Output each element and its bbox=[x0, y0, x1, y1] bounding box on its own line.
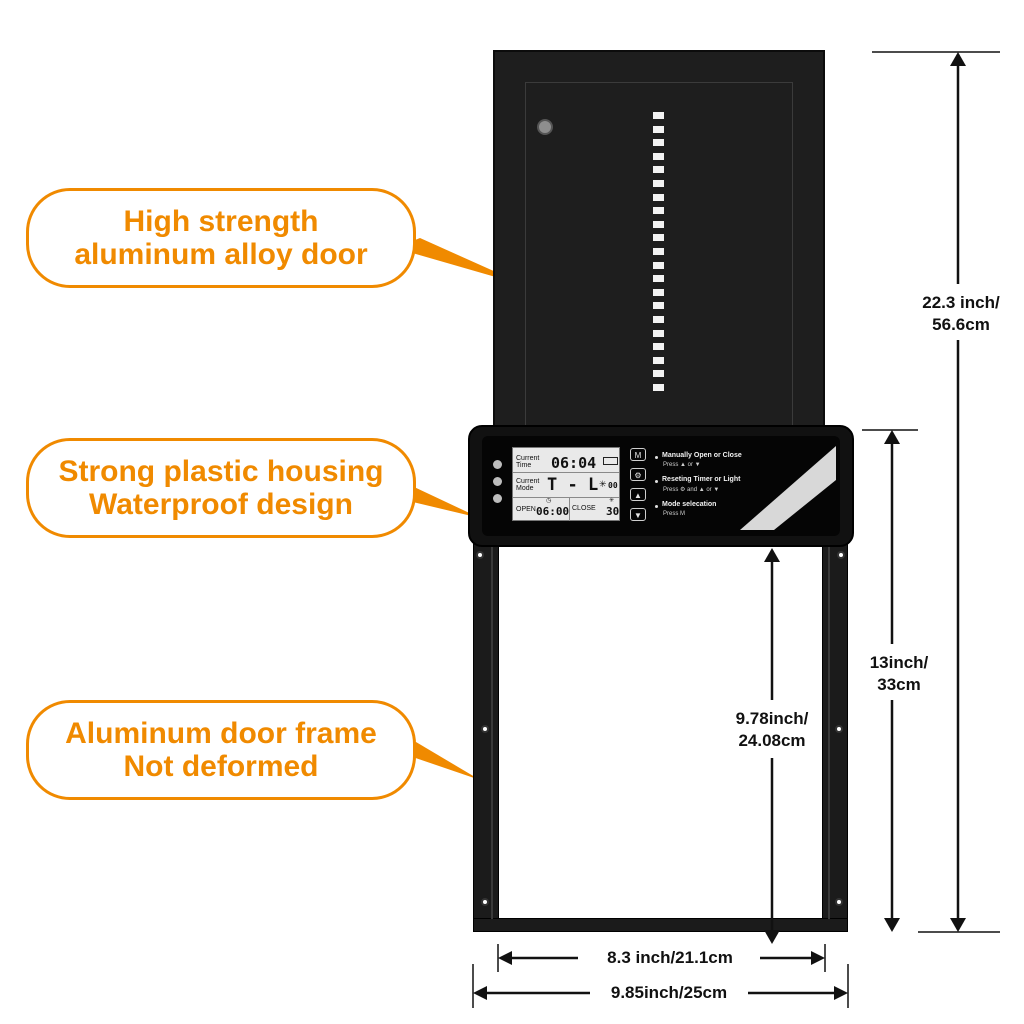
frame-callout-pointer bbox=[398, 742, 480, 780]
door-slot bbox=[653, 166, 664, 174]
frame-screw bbox=[837, 551, 845, 559]
instruction-timer-light-title: Reseting Timer or Light bbox=[662, 476, 741, 483]
lcd-current-time-label: Current Time bbox=[516, 455, 540, 469]
down-button[interactable]: ▼ bbox=[630, 508, 646, 521]
lcd-screen: Current Time 06:04 Current Mode T - L ✳ … bbox=[512, 447, 620, 521]
door-callout-line2: aluminum alloy door bbox=[74, 238, 368, 271]
battery-icon bbox=[603, 457, 618, 465]
door-slot bbox=[653, 125, 664, 133]
status-led bbox=[493, 477, 502, 486]
door-slot bbox=[653, 302, 664, 310]
lcd-time-value: 06:04 bbox=[551, 454, 597, 472]
lcd-close-label: CLOSE bbox=[572, 505, 596, 512]
total-height-cm: 56.6cm bbox=[932, 315, 990, 334]
opening-height-label: 9.78inch/ 24.08cm bbox=[718, 708, 826, 752]
housing-callout-line2: Waterproof design bbox=[89, 488, 353, 521]
instruction-mode-sub: Press M bbox=[663, 511, 686, 517]
door-slot bbox=[653, 234, 664, 242]
door-slot bbox=[653, 193, 664, 201]
total-height-inch: 22.3 inch/ bbox=[922, 293, 1000, 312]
inner-width-label: 8.3 inch/21.1cm bbox=[607, 948, 733, 967]
housing-callout-pointer bbox=[396, 486, 480, 518]
housing-callout-line1: Strong plastic housing bbox=[58, 455, 384, 488]
panel-glare bbox=[740, 446, 836, 530]
instruction-bullet bbox=[655, 480, 658, 483]
frame-left-groove bbox=[491, 545, 493, 919]
door-slot bbox=[653, 220, 664, 228]
housing-callout: Strong plastic housing Waterproof design bbox=[26, 438, 416, 538]
lcd-close-value: 30 bbox=[606, 505, 620, 518]
clock-icon: ◷ bbox=[546, 498, 552, 504]
status-led bbox=[493, 494, 502, 503]
light-sun-icon: ✳ bbox=[599, 479, 607, 489]
lcd-divider-vertical bbox=[569, 497, 570, 521]
door-inner-outline bbox=[525, 82, 793, 432]
close-sun-icon: ✳ bbox=[609, 498, 615, 504]
mode-button[interactable]: M bbox=[630, 448, 646, 461]
frame-right-groove bbox=[828, 545, 830, 919]
door-callout: High strength aluminum alloy door bbox=[26, 188, 416, 288]
instruction-timer-light-sub: Press ⚙ and ▲ or ▼ bbox=[663, 487, 720, 493]
frame-height-cm: 33cm bbox=[877, 675, 921, 694]
door-slot-column bbox=[653, 112, 665, 391]
lcd-divider bbox=[513, 497, 619, 498]
door-slot bbox=[653, 275, 664, 283]
opening-height-inch: 9.78inch/ bbox=[735, 709, 809, 728]
door-slot bbox=[653, 261, 664, 269]
door-lock-icon bbox=[537, 119, 553, 135]
lcd-open-value: 06:00 bbox=[536, 505, 570, 518]
frame-height-inch: 13inch/ bbox=[869, 653, 929, 672]
instruction-bullet bbox=[655, 505, 658, 508]
lcd-current-mode-label: Current Mode bbox=[516, 478, 540, 492]
lcd-mode-value: T - L bbox=[547, 475, 599, 495]
door-slot bbox=[653, 343, 664, 351]
instruction-bullet bbox=[655, 456, 658, 459]
frame-screw bbox=[835, 898, 843, 906]
frame-callout-line2: Not deformed bbox=[123, 750, 319, 783]
door-slot bbox=[653, 112, 664, 119]
instruction-open-close-title: Manually Open or Close bbox=[662, 452, 742, 459]
frame-bottom-bar bbox=[473, 918, 848, 932]
opening-height-cm: 24.08cm bbox=[738, 731, 806, 750]
door-slot bbox=[653, 139, 664, 147]
frame-screw bbox=[476, 551, 484, 559]
frame-left-rail bbox=[473, 540, 499, 930]
door-slot bbox=[653, 179, 664, 187]
instruction-open-close-sub: Press ▲ or ▼ bbox=[663, 462, 701, 468]
total-height-label: 22.3 inch/ 56.6cm bbox=[906, 292, 1016, 336]
door-slot bbox=[653, 288, 664, 296]
door-slot bbox=[653, 207, 664, 215]
door-slot bbox=[653, 370, 664, 378]
outer-width-label: 9.85inch/25cm bbox=[610, 983, 728, 1002]
settings-button[interactable]: ⚙ bbox=[630, 468, 646, 481]
instruction-mode-title: Mode selecation bbox=[662, 501, 717, 508]
frame-screw bbox=[481, 898, 489, 906]
frame-callout: Aluminum door frame Not deformed bbox=[26, 700, 416, 800]
door-slot bbox=[653, 315, 664, 323]
frame-height-label: 13inch/ 33cm bbox=[854, 652, 944, 696]
frame-callout-line1: Aluminum door frame bbox=[65, 717, 377, 750]
door-slot bbox=[653, 247, 664, 255]
door-slot bbox=[653, 356, 664, 364]
frame-screw bbox=[481, 725, 489, 733]
door-callout-line1: High strength bbox=[123, 205, 319, 238]
lcd-open-label: OPEN bbox=[516, 506, 536, 513]
door-slot bbox=[653, 329, 664, 337]
status-led bbox=[493, 460, 502, 469]
door-slot bbox=[653, 152, 664, 160]
door-slot bbox=[653, 383, 664, 391]
frame-right-rail bbox=[822, 540, 848, 930]
lcd-divider bbox=[513, 472, 619, 473]
up-button[interactable]: ▲ bbox=[630, 488, 646, 501]
frame-screw bbox=[835, 725, 843, 733]
lcd-light-value: 00 bbox=[608, 481, 618, 490]
